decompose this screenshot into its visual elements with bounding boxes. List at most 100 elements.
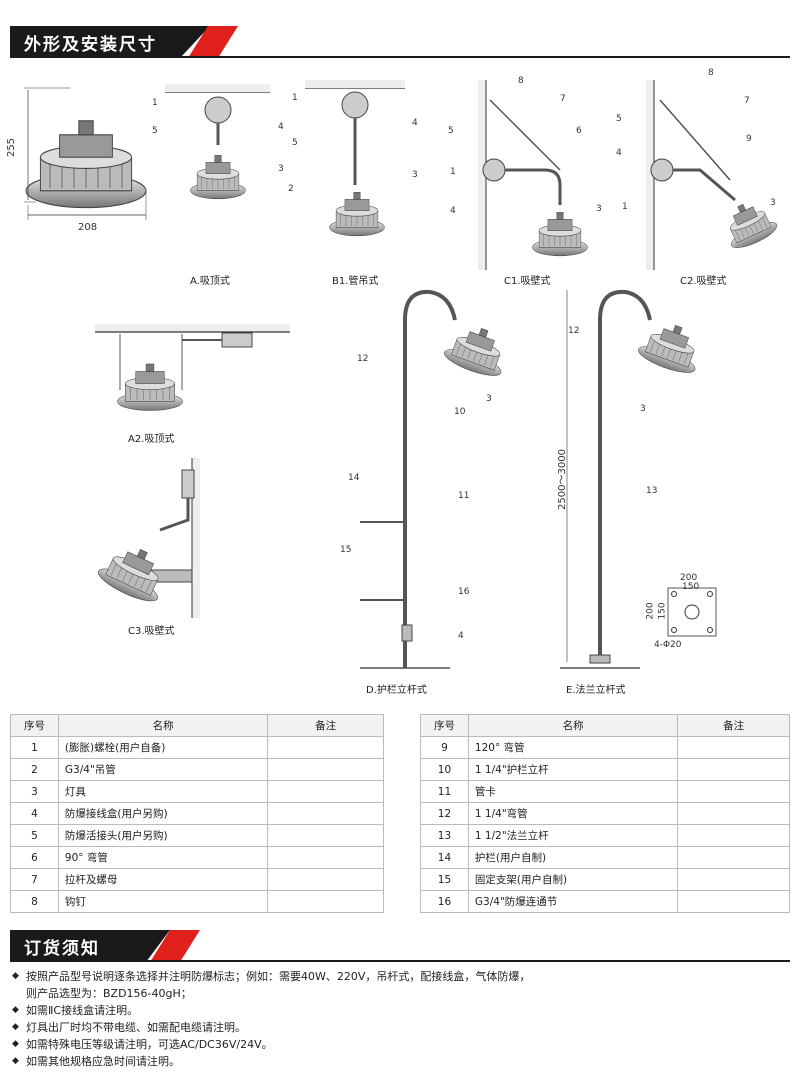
part-note	[677, 802, 790, 825]
part-name: 护栏(用户自制)	[467, 846, 679, 869]
caption-a: A.吸顶式	[190, 276, 230, 287]
dim-flange-h1: 200	[645, 602, 656, 620]
callout-4: 4	[278, 122, 284, 132]
section-title: 外形及安装尺寸	[24, 35, 157, 55]
callout-3: 3	[596, 204, 602, 214]
part-note	[677, 868, 790, 891]
callout-6: 6	[576, 126, 582, 136]
part-note	[267, 846, 384, 869]
part-note	[267, 868, 384, 891]
col-header-note: 备注	[267, 714, 384, 737]
drawing-d	[360, 289, 514, 669]
callout-16: 16	[458, 587, 470, 597]
part-no: 14	[420, 846, 469, 869]
dim-flange-hole: 4-Φ20	[654, 640, 682, 650]
caption-c1: C1.吸壁式	[504, 276, 551, 287]
list-item: 则产品选型为：BZD156-40gH；	[26, 987, 192, 1000]
callout-4: 4	[458, 631, 464, 641]
installation-drawings	[24, 80, 781, 669]
part-name: 90° 弯管	[57, 846, 269, 869]
diamond-bullet-icon: ◆	[12, 971, 19, 981]
part-name: 1 1/2"法兰立杆	[467, 824, 679, 847]
part-no: 6	[10, 846, 59, 869]
part-name: 防爆活接头(用户另购)	[57, 824, 269, 847]
list-item: ◆如需其他规格应急时间请注明。	[12, 1055, 180, 1068]
part-name: 防爆接线盒(用户另购)	[57, 802, 269, 825]
part-note	[677, 890, 790, 913]
part-no: 8	[10, 890, 59, 913]
caption-b1: B1.管吊式	[332, 276, 379, 287]
col-header-no: 序号	[10, 714, 59, 737]
diamond-bullet-icon: ◆	[12, 1022, 19, 1032]
part-name: 管卡	[467, 780, 679, 803]
part-note	[267, 824, 384, 847]
part-no: 10	[420, 758, 469, 781]
part-note	[677, 736, 790, 759]
ordering-notes: ◆按照产品型号说明逐条选择并注明防爆标志；例如：需要40W、220V，吊杆式，配…	[12, 968, 792, 1070]
part-name: 固定支架(用户自制)	[467, 868, 679, 891]
dim-height: 255	[6, 137, 18, 158]
callout-5: 5	[152, 126, 158, 136]
callout-3: 3	[640, 404, 646, 414]
part-note	[267, 802, 384, 825]
list-item: ◆如需ⅡC接线盒请注明。	[12, 1004, 139, 1017]
section-title: 订货须知	[24, 939, 100, 959]
part-name: G3/4"防爆连通节	[467, 890, 679, 913]
callout-8: 8	[518, 76, 524, 86]
caption-c3: C3.吸壁式	[128, 626, 175, 637]
caption-e: E.法兰立杆式	[566, 685, 626, 696]
part-name: (膨胀)螺栓(用户自备)	[57, 736, 269, 759]
callout-5: 5	[292, 138, 298, 148]
part-name: 1 1/4"弯管	[467, 802, 679, 825]
diamond-bullet-icon: ◆	[12, 1056, 19, 1066]
callout-7: 7	[560, 94, 566, 104]
callout-3: 3	[770, 198, 776, 208]
table-row: 1(膨胀)螺栓(用户自备)	[10, 736, 384, 759]
drawing-c1	[478, 80, 588, 270]
drawing-b1	[305, 80, 405, 237]
col-header-no: 序号	[420, 714, 469, 737]
part-name: 120° 弯管	[467, 736, 679, 759]
part-no: 11	[420, 780, 469, 803]
dim-pole-range: 2500～3000	[556, 449, 568, 510]
part-note	[267, 890, 384, 913]
diamond-bullet-icon: ◆	[12, 1039, 19, 1049]
callout-4: 4	[450, 206, 456, 216]
callout-3: 3	[278, 164, 284, 174]
callout-5: 5	[616, 114, 622, 124]
part-no: 4	[10, 802, 59, 825]
callout-9: 9	[746, 134, 752, 144]
dim-width: 208	[78, 222, 98, 233]
section-header-dimensions: 外形及安装尺寸	[10, 26, 790, 58]
callout-12: 12	[357, 354, 369, 364]
part-no: 12	[420, 802, 469, 825]
caption-d: D.护栏立杆式	[366, 685, 427, 696]
col-header-name: 名称	[467, 714, 679, 737]
list-item: ◆灯具出厂时均不带电缆、如需配电缆请注明。	[12, 1021, 246, 1034]
callout-12: 12	[568, 326, 580, 336]
part-note	[677, 846, 790, 869]
part-no: 5	[10, 824, 59, 847]
part-note	[677, 824, 790, 847]
list-item: ◆按照产品型号说明逐条选择并注明防爆标志；例如：需要40W、220V，吊杆式，配…	[12, 970, 531, 983]
part-note	[677, 780, 790, 803]
callout-7: 7	[744, 96, 750, 106]
callout-13: 13	[646, 486, 658, 496]
caption-c2: C2.吸壁式	[680, 276, 727, 287]
col-header-name: 名称	[57, 714, 269, 737]
drawing-e	[560, 289, 717, 669]
table-header-row: 序号 名称 备注	[10, 714, 384, 737]
